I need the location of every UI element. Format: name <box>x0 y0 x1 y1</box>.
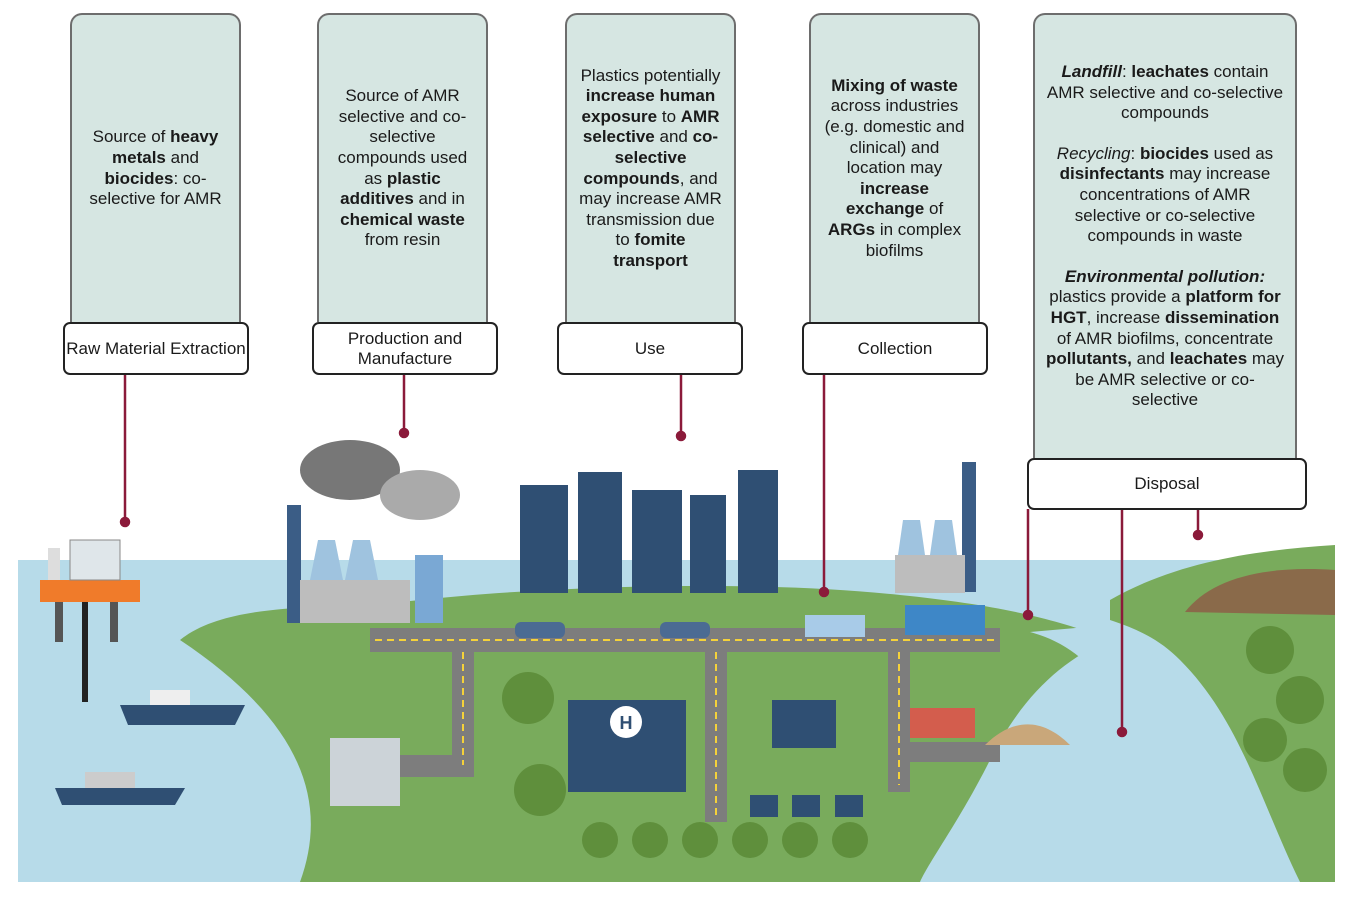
text-run: plastic additives <box>340 168 441 209</box>
text-run: and <box>654 127 693 147</box>
vehicles-icon <box>330 605 985 806</box>
text-run: Plastics potentially <box>580 65 721 85</box>
text-run: in complex biofilms <box>865 219 962 260</box>
description-paragraph: Source of heavy metals and biocides: co-… <box>82 127 229 209</box>
text-run: dissemination <box>1165 307 1280 327</box>
text-run: platform for HGT <box>1050 287 1281 327</box>
recycling-facility-icon <box>895 462 976 593</box>
connector-lines <box>119 374 1204 738</box>
description-paragraph: Recycling: biocides used as disinfectant… <box>1045 144 1285 247</box>
text-run: of AMR biofilms, concentrate <box>1056 328 1274 348</box>
disposal-stage-label: Disposal <box>1027 458 1307 510</box>
description-paragraph: Environmental pollution: plastics provid… <box>1045 267 1285 411</box>
landfill-icon <box>1185 569 1335 615</box>
river <box>1030 625 1300 882</box>
oil-rig-icon <box>40 539 140 702</box>
text-run: Source of AMR selective and co-selective… <box>337 86 468 188</box>
description-paragraph: Source of AMR selective and co-selective… <box>329 86 476 251</box>
text-run: fomite transport <box>613 230 688 270</box>
text-run: disinfectants <box>1059 164 1165 184</box>
text-run: AMR selective <box>582 106 720 147</box>
text-run: co-selective compounds <box>583 127 719 188</box>
text-run: , increase <box>1086 307 1165 327</box>
text-run: biocides <box>104 168 174 188</box>
text-run: chemical waste <box>340 209 465 229</box>
text-run: from resin <box>364 230 441 250</box>
use-description-panel: Plastics potentially increase human expo… <box>565 13 736 322</box>
use-stage-label: Use <box>557 322 743 375</box>
disposal-description-panel: Landfill: leachates contain AMR selectiv… <box>1033 13 1297 458</box>
text-run: plastics provide a <box>1049 287 1186 307</box>
hospital-sign: H <box>620 713 633 733</box>
text-run: Mixing of waste <box>831 75 958 95</box>
collection-stage-label: Collection <box>802 322 988 375</box>
text-run: contain AMR selective and co-selective c… <box>1046 62 1284 123</box>
raw-material-extraction-description-panel: Source of heavy metals and biocides: co-… <box>70 13 241 322</box>
text-run: heavy metals <box>112 127 219 167</box>
text-run: Environmental pollution: <box>1064 266 1266 286</box>
trees-icon <box>502 626 1327 858</box>
production-and-manufacture-description-panel: Source of AMR selective and co-selective… <box>317 13 488 322</box>
raw-material-extraction-stage-label: Raw Material Extraction <box>63 322 249 375</box>
text-run: and in <box>413 189 465 209</box>
description-paragraph: Mixing of waste across industries (e.g. … <box>821 76 968 261</box>
text-run: : co-selective for AMR <box>89 168 222 209</box>
city-buildings-icon <box>520 470 778 593</box>
text-run: ARGs <box>827 219 876 239</box>
text-run: across industries (e.g. domestic and cli… <box>824 96 965 178</box>
hospital-icon: H <box>568 700 686 792</box>
text-run: : <box>1130 143 1140 163</box>
description-paragraph: Plastics potentially increase human expo… <box>577 66 724 272</box>
factory-icon <box>287 440 460 623</box>
text-run: of <box>924 199 944 219</box>
text-run: may increase concentrations of AMR selec… <box>1074 164 1271 246</box>
text-run: biocides <box>1139 143 1209 163</box>
text-run: leachates <box>1169 349 1248 369</box>
waste-pile-icon <box>985 724 1070 745</box>
text-run: and <box>1131 349 1170 369</box>
text-run: pollutants, <box>1045 349 1132 369</box>
text-run: Recycling <box>1056 143 1131 163</box>
text-run: increase exchange <box>845 178 929 219</box>
ship-icon <box>55 690 245 805</box>
text-run: and <box>165 147 199 167</box>
houses-icon <box>750 700 863 817</box>
text-run: leachates <box>1131 62 1209 82</box>
text-run: , and may increase AMR transmission due … <box>579 168 722 250</box>
production-and-manufacture-stage-label: Production and Manufacture <box>312 322 498 375</box>
text-run: to <box>657 106 681 126</box>
text-run: : <box>1121 62 1132 82</box>
text-run: Landfill <box>1061 62 1122 82</box>
description-paragraph: Landfill: leachates contain AMR selectiv… <box>1045 62 1285 124</box>
text-run: increase human exposure <box>581 86 716 126</box>
text-run: may be AMR selective or co-selective <box>1075 349 1285 410</box>
text-run: Source of <box>92 127 171 147</box>
text-run: used as <box>1208 143 1274 163</box>
collection-description-panel: Mixing of waste across industries (e.g. … <box>809 13 980 322</box>
